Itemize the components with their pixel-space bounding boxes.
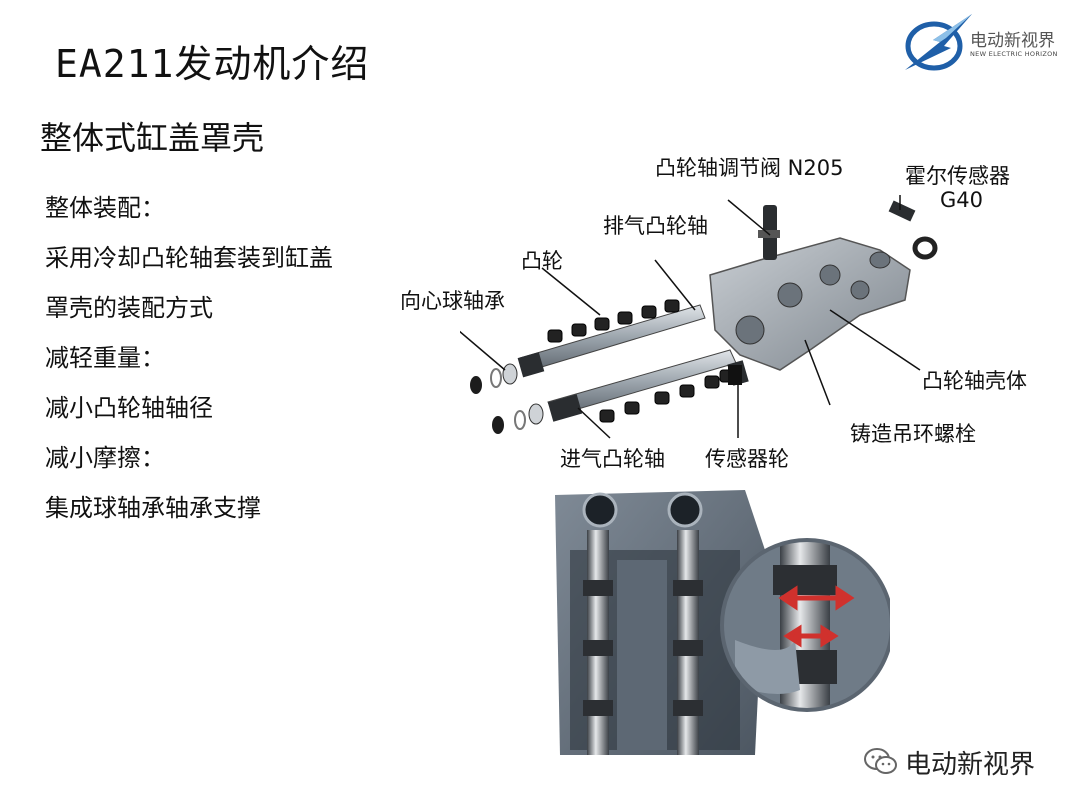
label-radial-bearing: 向心球轴承 xyxy=(400,289,505,313)
cylinder-head-photo xyxy=(555,490,890,755)
label-lifting-eye-bolt: 铸造吊环螺栓 xyxy=(850,422,976,446)
camshaft-housing-shape xyxy=(709,237,911,371)
label-hall-sensor: 霍尔传感器 xyxy=(905,164,1010,188)
slide-title: EA211发动机介绍 xyxy=(55,42,370,86)
cam-lobes-upper xyxy=(547,299,680,343)
bullet-item: 集成球轴承轴承支撑 xyxy=(45,494,261,522)
sensor-wheel-shape xyxy=(728,365,742,385)
hall-sensor-shape xyxy=(888,200,938,260)
camshaft-exploded-illustration xyxy=(460,195,938,439)
logo-name: 电动新视界 xyxy=(970,31,1055,51)
watermark-text: 电动新视界 xyxy=(905,750,1036,780)
clearance-arrows xyxy=(778,585,855,648)
bullet-item: 采用冷却凸轮轴套装到缸盖 xyxy=(45,244,333,272)
lightning-globe-icon xyxy=(905,14,972,71)
label-sensor-wheel: 传感器轮 xyxy=(705,447,789,471)
bullet-item: 减小凸轮轴轴径 xyxy=(45,394,213,422)
bullet-list: 整体装配： 采用冷却凸轮轴套装到缸盖 罩壳的装配方式 减轻重量： 减小凸轮轴轴径… xyxy=(45,183,333,533)
label-camshaft-valve: 凸轮轴调节阀 N205 xyxy=(655,156,844,180)
bullet-item: 整体装配： xyxy=(45,194,165,222)
leader-lines xyxy=(460,195,921,439)
camshaft-valve-shape xyxy=(758,205,780,260)
bullet-item: 罩壳的装配方式 xyxy=(45,294,213,322)
radial-bearing-shapes xyxy=(470,363,544,434)
label-cam: 凸轮 xyxy=(521,249,563,273)
label-hall-sensor-code: G40 xyxy=(940,188,983,212)
zoom-detail xyxy=(722,540,890,710)
wechat-icon xyxy=(864,748,897,774)
cam-lobes-lower xyxy=(599,369,735,423)
bullet-item: 减轻重量： xyxy=(45,344,165,372)
exhaust-camshaft-shape xyxy=(517,304,706,378)
slide-subtitle: 整体式缸盖罩壳 xyxy=(40,119,265,157)
label-camshaft-housing: 凸轮轴壳体 xyxy=(922,369,1027,393)
logo-tagline: NEW ELECTRIC HORIZON xyxy=(970,50,1058,58)
bullet-item: 减小摩擦： xyxy=(45,444,165,472)
label-exhaust-camshaft: 排气凸轮轴 xyxy=(603,214,708,238)
label-intake-camshaft: 进气凸轮轴 xyxy=(560,447,665,471)
